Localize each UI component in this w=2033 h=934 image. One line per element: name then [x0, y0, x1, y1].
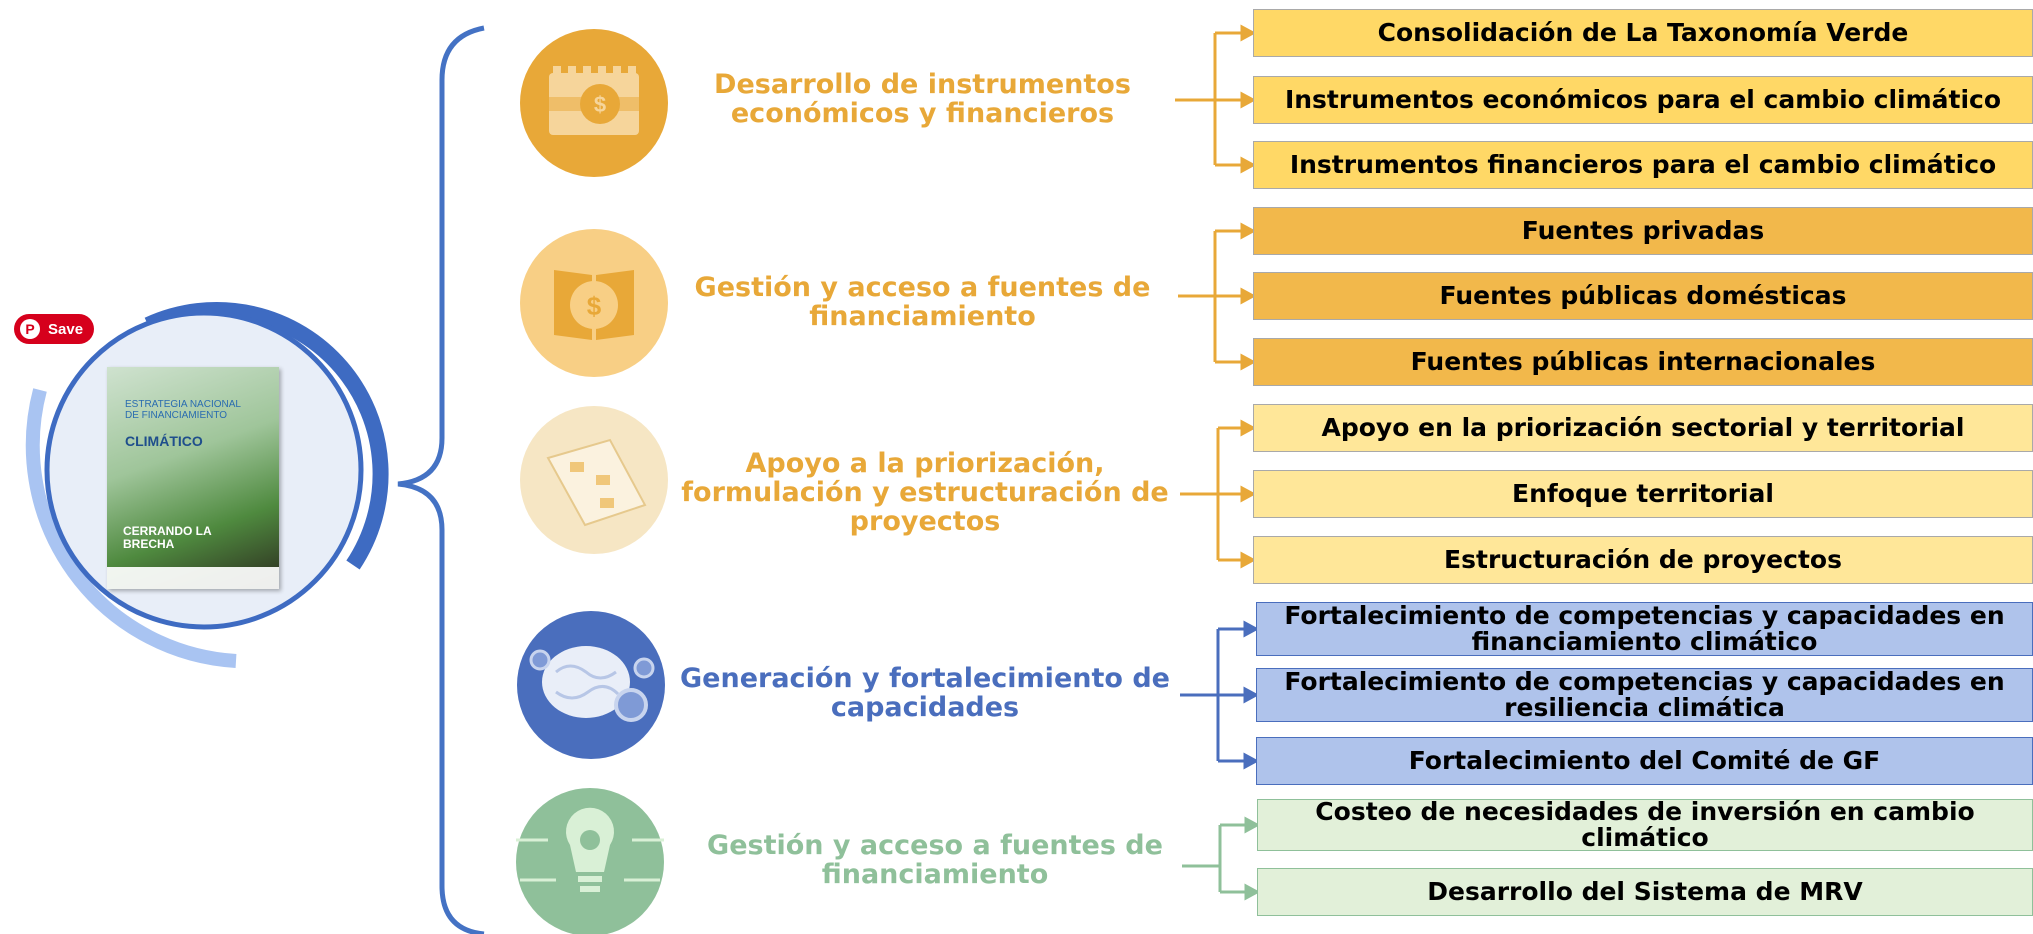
open-book-dollar-icon: $ — [520, 229, 668, 377]
item-box: Fuentes públicas domésticas — [1253, 272, 2033, 320]
connector-group-3 — [1180, 419, 1257, 569]
group-label-1: Desarrollo de instrumentos económicos y … — [714, 69, 1131, 129]
item-box: Fuentes privadas — [1253, 207, 2033, 255]
connector-group-1 — [1175, 24, 1257, 174]
item-box: Instrumentos financieros para el cambio … — [1253, 141, 2033, 189]
cover-title-line1: ESTRATEGIA NACIONAL DE FINANCIAMIENTO — [125, 399, 241, 421]
item-box: Estructuración de proyectos — [1253, 536, 2033, 584]
save-button-label: Save — [48, 320, 84, 338]
item-box: Fortalecimiento de competencias y capaci… — [1256, 668, 2033, 722]
item-box: Consolidación de La Taxonomía Verde — [1253, 9, 2033, 57]
connector-group-2 — [1178, 222, 1257, 371]
cover-footer-logos — [107, 567, 279, 589]
item-box: Apoyo en la priorización sectorial y ter… — [1253, 404, 2033, 452]
brain-gears-icon — [517, 611, 665, 759]
svg-text:$: $ — [594, 92, 606, 117]
cover-title-line2: CLIMÁTICO — [125, 433, 203, 449]
item-box: Enfoque territorial — [1253, 470, 2033, 518]
connector-group-5 — [1182, 816, 1261, 901]
svg-text:$: $ — [587, 291, 602, 321]
item-box: Fortalecimiento del Comité de GF — [1256, 737, 2033, 785]
item-box: Fuentes públicas internacionales — [1253, 338, 2033, 386]
item-box: Instrumentos económicos para el cambio c… — [1253, 76, 2033, 124]
cover-title-line3: CERRANDO LA BRECHA — [123, 524, 212, 551]
item-box: Desarrollo del Sistema de MRV — [1257, 868, 2033, 916]
group-label-5: Gestión y acceso a fuentes de financiami… — [707, 830, 1163, 890]
item-box: Costeo de necesidades de inversión en ca… — [1257, 799, 2033, 851]
money-safe-icon: $ — [520, 29, 668, 177]
item-box: Fortalecimiento de competencias y capaci… — [1256, 602, 2033, 656]
flowchart-document-icon — [520, 406, 668, 554]
pinterest-icon: P — [20, 319, 40, 339]
group-label-4: Generación y fortalecimiento de capacida… — [680, 663, 1170, 723]
group-label-3: Apoyo a la priorización, formulación y e… — [681, 448, 1169, 537]
group-label-2: Gestión y acceso a fuentes de financiami… — [694, 272, 1151, 332]
outer-arc-light — [25, 388, 237, 668]
strategy-book-cover: ESTRATEGIA NACIONAL DE FINANCIAMIENTO CL… — [107, 367, 279, 589]
pinterest-save-button[interactable]: P Save — [14, 314, 94, 344]
main-bracket — [397, 25, 485, 934]
outer-arc-dark — [144, 302, 389, 570]
connector-group-4 — [1180, 620, 1260, 770]
lightbulb-gear-icon — [516, 788, 664, 934]
